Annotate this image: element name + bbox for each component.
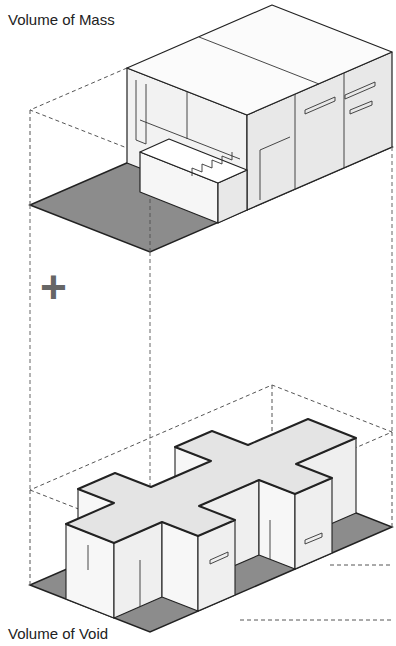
mass-details (136, 37, 375, 200)
detail-line (260, 150, 261, 200)
detail-line (140, 120, 240, 159)
volume-label: Volume of Mass (8, 12, 115, 29)
volume-label: Volume of Void (8, 626, 108, 643)
detail-line (270, 520, 271, 559)
bounding-box (30, 385, 392, 620)
window-slit (305, 533, 322, 544)
window-slit (305, 97, 335, 114)
dashed-edge (392, 147, 393, 432)
mass-roof (127, 5, 392, 115)
detail-line (136, 80, 146, 144)
void-top (66, 419, 356, 543)
dashed-edge (30, 490, 31, 585)
dashed-edge (240, 620, 392, 621)
void-face (162, 522, 198, 611)
mass-roof (140, 139, 247, 183)
plus-sign: + (40, 262, 67, 313)
dashed-edge (30, 110, 31, 205)
dashed-edge (30, 205, 31, 490)
detail-line (344, 73, 345, 168)
void-face (259, 480, 295, 569)
detail-line (295, 94, 296, 189)
void-volume (66, 419, 356, 618)
window-slit (350, 101, 372, 114)
detail-line (260, 137, 290, 150)
detail-line (140, 560, 141, 607)
detail-line (199, 37, 319, 84)
window-slit (345, 82, 375, 99)
void-details (88, 520, 322, 607)
dashed-edge (392, 432, 393, 527)
detail-line (88, 545, 89, 570)
stair-symbol (192, 152, 232, 176)
window-slit (210, 552, 228, 564)
mass-volume (127, 5, 392, 223)
detail-line (187, 92, 188, 139)
dashed-edge (330, 565, 392, 566)
